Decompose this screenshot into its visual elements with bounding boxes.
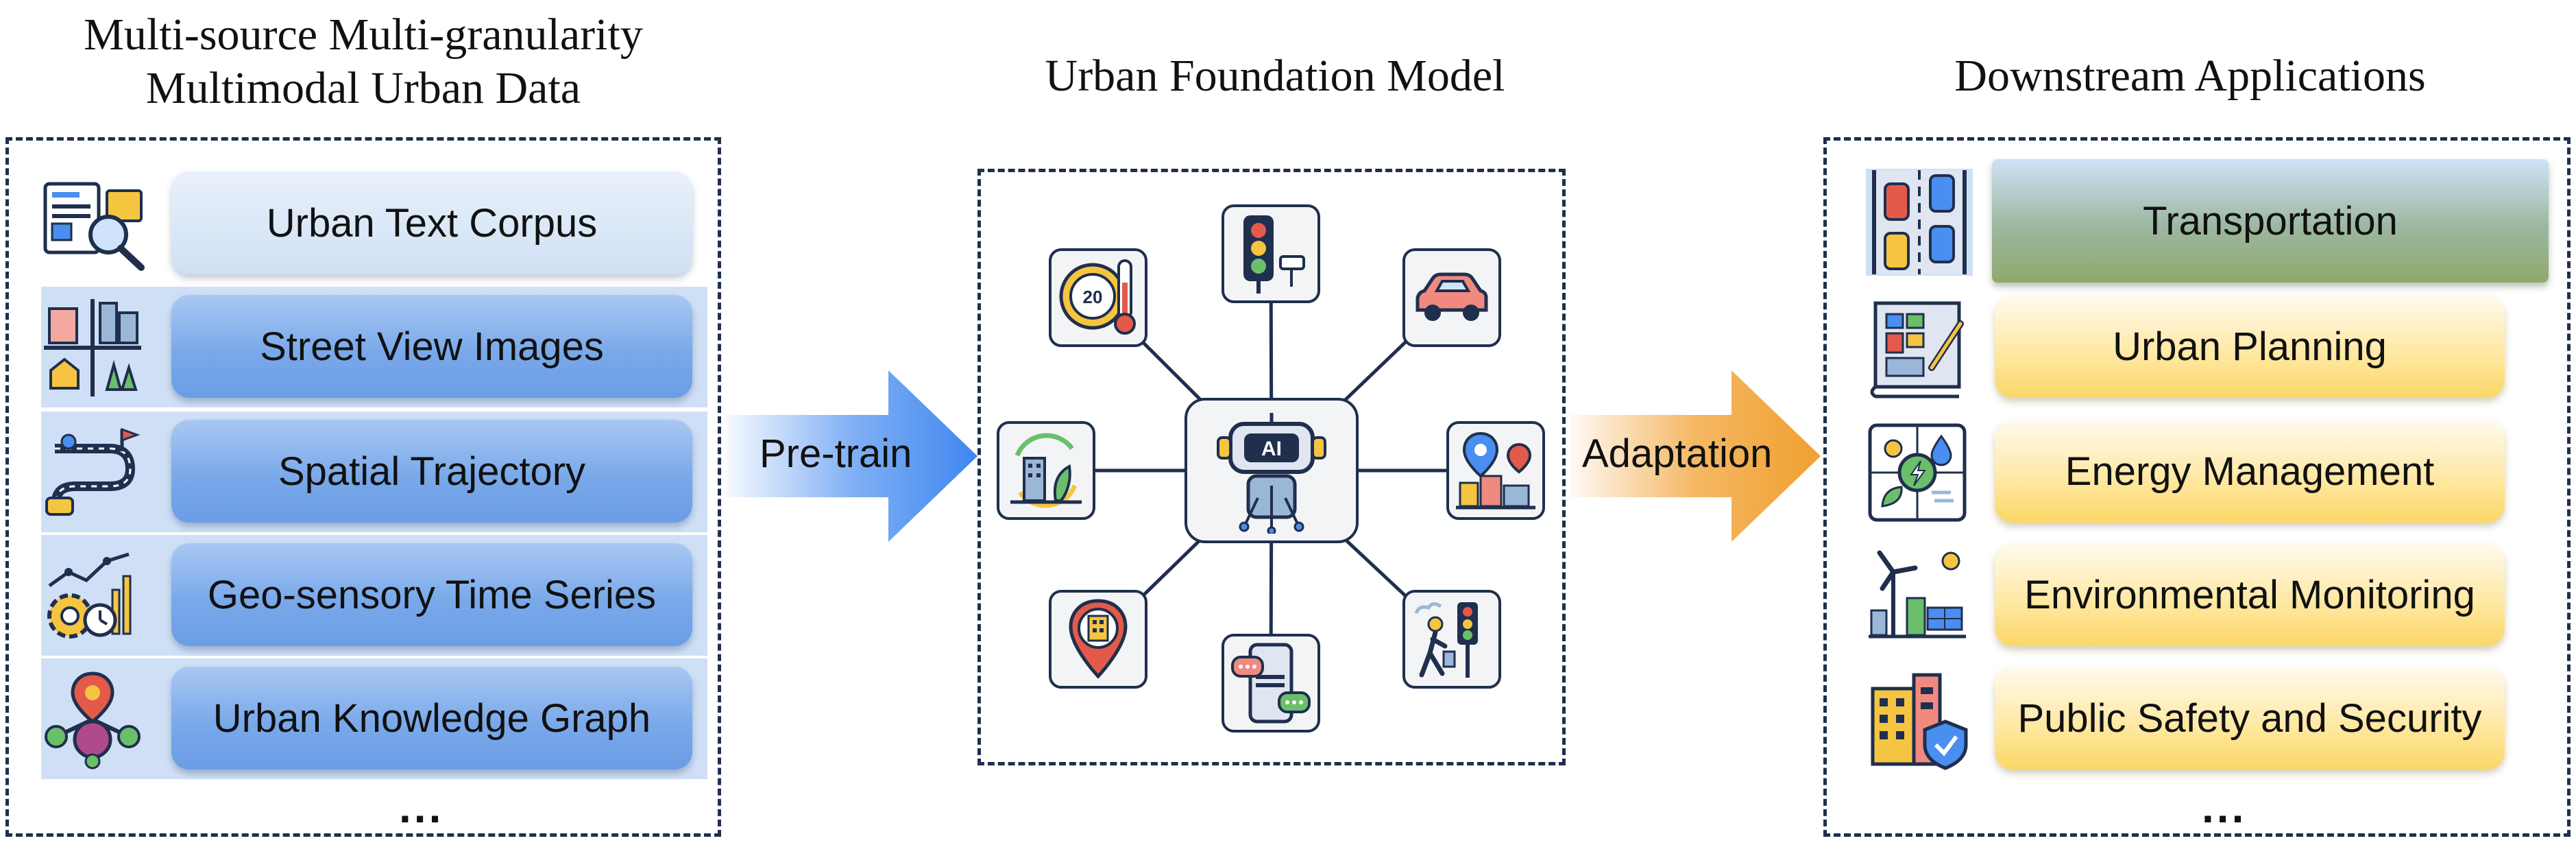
center-title: Urban Foundation Model — [1045, 51, 1505, 101]
left-item-2-label: Street View Images — [260, 324, 604, 369]
left-item-4-label: Geo-sensory Time Series — [207, 572, 657, 617]
thermometer-dial-value: 20 — [1083, 287, 1103, 307]
left-title-line1: Multi-source Multi-granularity — [84, 10, 643, 60]
left-item-2: Street View Images — [171, 295, 692, 398]
right-item-5: Public Safety and Security — [1995, 667, 2505, 770]
right-item-3-label: Energy Management — [2065, 449, 2435, 494]
traffic-light-icon — [1243, 215, 1305, 294]
location-building-icon — [1069, 599, 1128, 679]
left-item-4: Geo-sensory Time Series — [171, 543, 692, 646]
chart-gear-icon — [44, 547, 141, 645]
left-item-3-label: Spatial Trajectory — [278, 449, 586, 494]
knowledge-graph-icon — [44, 671, 141, 770]
left-title: Multi-source Multi-granularity Multimoda… — [0, 8, 727, 115]
energy-icon — [1868, 423, 1967, 522]
pedestrian-traffic-icon — [1414, 602, 1478, 678]
road-cars-icon — [1866, 169, 1973, 276]
center-model-box — [977, 169, 1566, 765]
right-item-1-label: Transportation — [2143, 198, 2398, 243]
pretrain-arrow — [727, 370, 977, 542]
green-building-icon — [1010, 433, 1082, 508]
right-item-5-label: Public Safety and Security — [2017, 695, 2482, 741]
node-pedestrian — [1402, 590, 1501, 689]
left-title-line2: Multimodal Urban Data — [145, 63, 581, 113]
ai-hub-text: AI — [1261, 438, 1282, 460]
left-item-5: Urban Knowledge Graph — [171, 667, 692, 770]
thermometer-dial-icon: 20 — [1059, 259, 1136, 335]
right-item-4-label: Environmental Monitoring — [2024, 572, 2475, 617]
left-item-3: Spatial Trajectory — [171, 420, 692, 523]
right-item-1: Transportation — [1992, 159, 2549, 283]
left-data-box — [5, 137, 721, 837]
adaptation-label: Adaptation — [1582, 431, 1773, 476]
blueprint-icon — [1870, 301, 1964, 398]
left-item-5-label: Urban Knowledge Graph — [212, 695, 651, 741]
pretrain-label: Pre-train — [760, 431, 912, 476]
left-item-1: Urban Text Corpus — [171, 171, 692, 274]
wind-solar-icon — [1869, 550, 1966, 639]
right-more: ... — [2202, 783, 2247, 832]
adaptation-arrow — [1570, 370, 1821, 542]
city-grid-icon — [44, 299, 141, 396]
ai-robot-icon: AI — [1217, 413, 1326, 534]
right-title: Downstream Applications — [1954, 51, 2426, 101]
location-city-icon — [1456, 431, 1535, 510]
right-item-4: Environmental Monitoring — [1995, 543, 2505, 646]
left-item-1-label: Urban Text Corpus — [266, 200, 598, 246]
left-more: ... — [399, 783, 444, 832]
car-icon — [1415, 272, 1488, 321]
right-item-3: Energy Management — [1995, 420, 2505, 523]
right-item-2-label: Urban Planning — [2113, 324, 2387, 369]
right-app-box — [1823, 137, 2571, 837]
route-icon — [44, 424, 141, 521]
chat-phone-icon — [1231, 643, 1311, 724]
document-search-icon — [43, 182, 145, 271]
building-shield-icon — [1871, 673, 1968, 770]
right-item-2: Urban Planning — [1995, 295, 2505, 398]
